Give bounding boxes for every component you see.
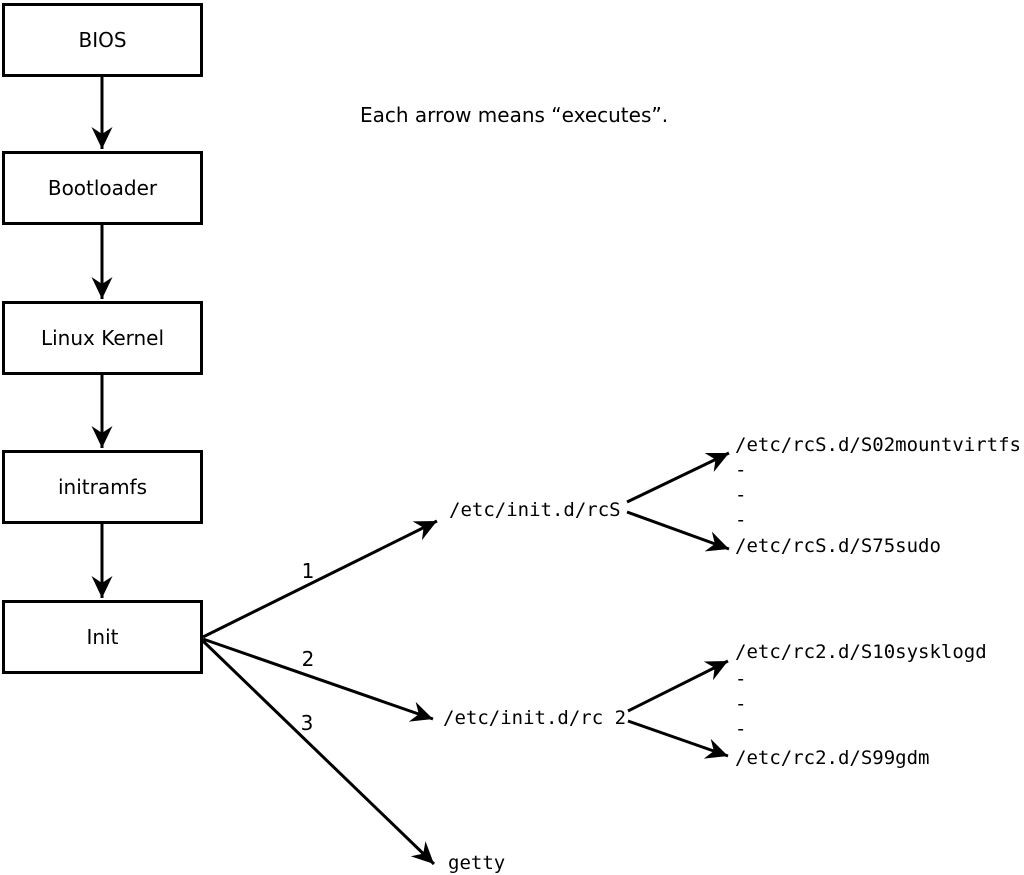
branch-order-3: 3 [300, 711, 314, 735]
script-rcs-ellipsis-1: - [735, 459, 747, 481]
arrow-init-to-rcs [202, 519, 438, 639]
target-rc2: /etc/init.d/rc 2 [443, 707, 627, 729]
target-rcs: /etc/init.d/rcS [449, 499, 621, 521]
script-rcs-ellipsis-2: - [735, 484, 747, 506]
script-rc2-ellipsis-2: - [735, 693, 747, 715]
script-rc2-s10sysklogd: /etc/rc2.d/S10sysklogd [735, 641, 987, 663]
node-initramfs-label: initramfs [57, 475, 148, 499]
script-rcs-ellipsis-3: - [735, 509, 747, 531]
node-bios-label: BIOS [78, 28, 127, 52]
node-bios: BIOS [2, 3, 203, 77]
arrow-rcs-to-s02mountvirtfs [626, 451, 730, 504]
node-linux-kernel: Linux Kernel [2, 301, 203, 375]
branch-order-2: 2 [301, 647, 315, 671]
node-init-label: Init [86, 625, 119, 649]
branch-order-1: 1 [301, 559, 315, 583]
arrow-rcs-to-s75sudo [626, 510, 730, 552]
arrow-rc2-to-s99gdm [627, 719, 729, 759]
script-rc2-ellipsis-1: - [735, 668, 747, 690]
arrow-init-to-getty [201, 639, 436, 866]
script-rcs-s75sudo: /etc/rcS.d/S75sudo [735, 535, 941, 557]
node-linux-kernel-label: Linux Kernel [40, 326, 165, 350]
node-bootloader-label: Bootloader [47, 176, 158, 200]
arrow-rc2-to-s10sysklogd [627, 659, 729, 713]
script-rc2-ellipsis-3: - [735, 718, 747, 740]
target-getty: getty [448, 852, 506, 874]
node-bootloader: Bootloader [2, 151, 203, 225]
node-init: Init [2, 600, 203, 674]
legend-note: Each arrow means “executes”. [360, 103, 669, 127]
node-initramfs: initramfs [2, 450, 203, 524]
arrow-init-to-rc2 [202, 637, 434, 722]
script-rcs-s02mountvirtfs: /etc/rcS.d/S02mountvirtfs [735, 434, 1021, 456]
script-rc2-s99gdm: /etc/rc2.d/S99gdm [735, 747, 930, 769]
